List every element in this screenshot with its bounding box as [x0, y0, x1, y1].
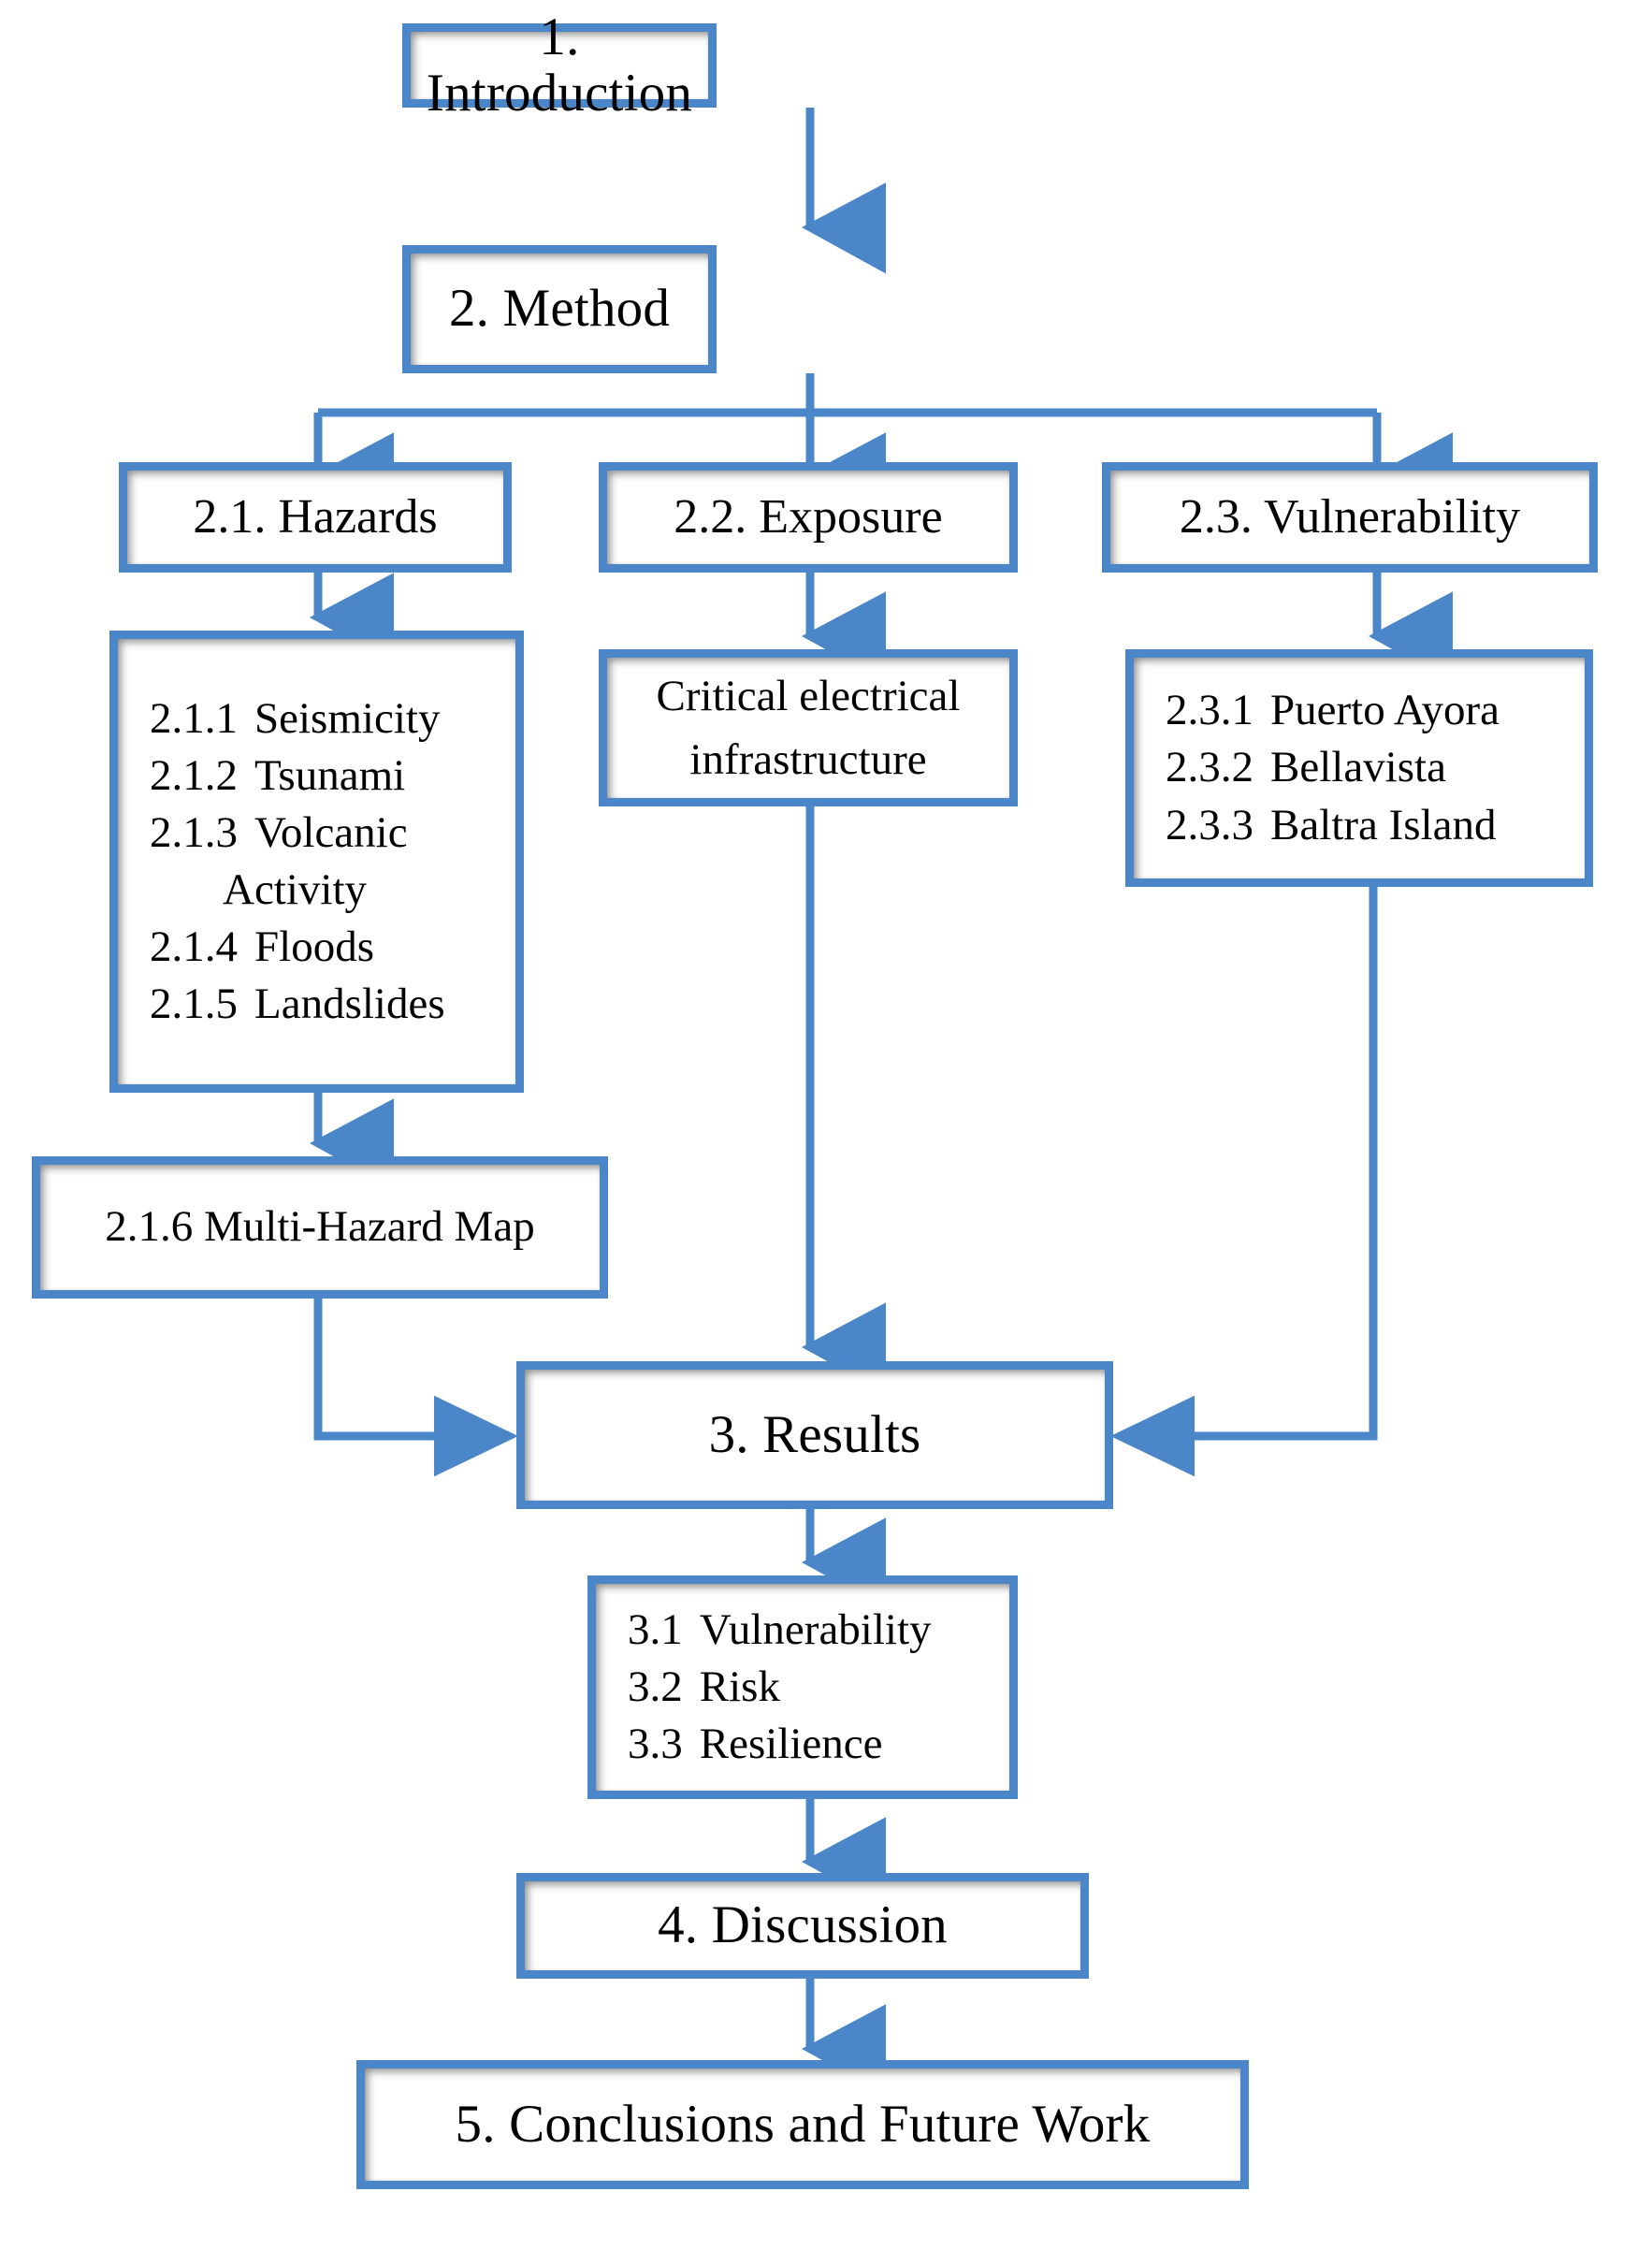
hazard-item-num: 2.1.5 — [150, 980, 238, 1029]
list-item: 2.1.2 Tsunami — [150, 748, 515, 805]
list-item: 2.3.2 Bellavista — [1166, 739, 1585, 796]
node-vulnerability-label: 2.3. Vulnerability — [1179, 490, 1521, 544]
vuln-item-num: 2.3.3 — [1166, 800, 1253, 849]
list-item: 3.2 Risk — [628, 1659, 1009, 1716]
node-multi-hazard-map-label: 2.1.6 Multi-Hazard Map — [105, 1202, 535, 1252]
result-item-num: 3.3 — [628, 1720, 683, 1769]
node-multi-hazard-map[interactable]: 2.1.6 Multi-Hazard Map — [32, 1156, 608, 1299]
edge-multihazard-results — [313, 1299, 518, 1477]
hazard-item-num: 2.1.4 — [150, 922, 238, 972]
node-results[interactable]: 3. Results — [516, 1361, 1113, 1509]
node-introduction[interactable]: 1. Introduction — [402, 8, 717, 122]
node-results-label: 3. Results — [708, 1404, 921, 1464]
node-exposure-label: 2.2. Exposure — [674, 490, 943, 544]
list-item: 2.3.1 Puerto Ayora — [1166, 682, 1585, 739]
hazard-item-num: 2.1.1 — [150, 693, 238, 743]
hazard-item-num: 2.1.2 — [150, 750, 238, 800]
node-results-items[interactable]: 3.1 Vulnerability 3.2 Risk 3.3 Resilience — [587, 1575, 1018, 1799]
hazard-item-num: 2.1.3 — [150, 807, 238, 857]
node-hazard-items[interactable]: 2.1.1 Seismicity 2.1.2 Tsunami 2.1.3 Volcan… — [109, 631, 524, 1093]
result-item-text: Resilience — [699, 1720, 883, 1769]
list-item: 2.3.3 Baltra Island — [1166, 797, 1585, 854]
vulnerability-items-list: 2.3.1 Puerto Ayora 2.3.2 Bellavista 2.3.3 B… — [1134, 682, 1585, 853]
node-introduction-label: 1. Introduction — [426, 7, 693, 123]
node-conclusions[interactable]: 5. Conclusions and Future Work — [356, 2060, 1249, 2189]
list-item: 2.1.1 Seismicity — [150, 690, 515, 748]
vuln-item-text: Bellavista — [1270, 743, 1446, 792]
node-hazards[interactable]: 2.1. Hazards — [119, 462, 512, 573]
list-item: 2.1.4 Floods — [150, 919, 515, 976]
vuln-item-text: Puerto Ayora — [1270, 686, 1500, 735]
exposure-detail-line2: infrastructure — [689, 735, 927, 784]
node-vulnerability-items[interactable]: 2.3.1 Puerto Ayora 2.3.2 Bellavista 2.3.3 B… — [1125, 649, 1593, 887]
edge-vulnitems-results — [1110, 887, 1378, 1477]
node-hazards-label: 2.1. Hazards — [193, 490, 438, 544]
hazard-items-list: 2.1.1 Seismicity 2.1.2 Tsunami 2.1.3 Volcan… — [118, 690, 515, 1034]
node-method[interactable]: 2. Method — [402, 245, 717, 373]
list-item-continuation: Activity — [150, 862, 515, 919]
result-item-text: Vulnerability — [699, 1604, 932, 1654]
node-method-label: 2. Method — [448, 279, 671, 339]
result-item-num: 3.2 — [628, 1662, 683, 1711]
hazard-item-text: Volcanic — [254, 807, 408, 857]
hazard-item-text: Activity — [223, 865, 368, 914]
results-items-list: 3.1 Vulnerability 3.2 Risk 3.3 Resilience — [596, 1602, 1009, 1773]
hazard-item-text: Seismicity — [254, 693, 441, 743]
node-exposure-detail[interactable]: Critical electrical infrastructure — [599, 649, 1018, 806]
list-item: 2.1.5 Landslides — [150, 976, 515, 1033]
list-item: 3.1 Vulnerability — [628, 1602, 1009, 1659]
vuln-item-text: Baltra Island — [1270, 800, 1497, 849]
vuln-item-num: 2.3.1 — [1166, 686, 1253, 735]
node-discussion[interactable]: 4. Discussion — [516, 1873, 1089, 1979]
list-item: 3.3 Resilience — [628, 1716, 1009, 1773]
hazard-item-text: Landslides — [254, 980, 445, 1029]
result-item-num: 3.1 — [628, 1604, 683, 1654]
node-conclusions-label: 5. Conclusions and Future Work — [455, 2094, 1151, 2154]
node-exposure[interactable]: 2.2. Exposure — [599, 462, 1018, 573]
node-discussion-label: 4. Discussion — [658, 1895, 948, 1955]
hazard-item-text: Tsunami — [254, 750, 406, 800]
exposure-detail-line1: Critical electrical — [656, 671, 961, 720]
node-vulnerability[interactable]: 2.3. Vulnerability — [1102, 462, 1598, 573]
list-item: 2.1.3 Volcanic — [150, 805, 515, 862]
hazard-item-text: Floods — [254, 922, 374, 972]
result-item-text: Risk — [699, 1662, 780, 1711]
vuln-item-num: 2.3.2 — [1166, 743, 1253, 792]
exposure-detail-text: Critical electrical infrastructure — [607, 664, 1009, 791]
